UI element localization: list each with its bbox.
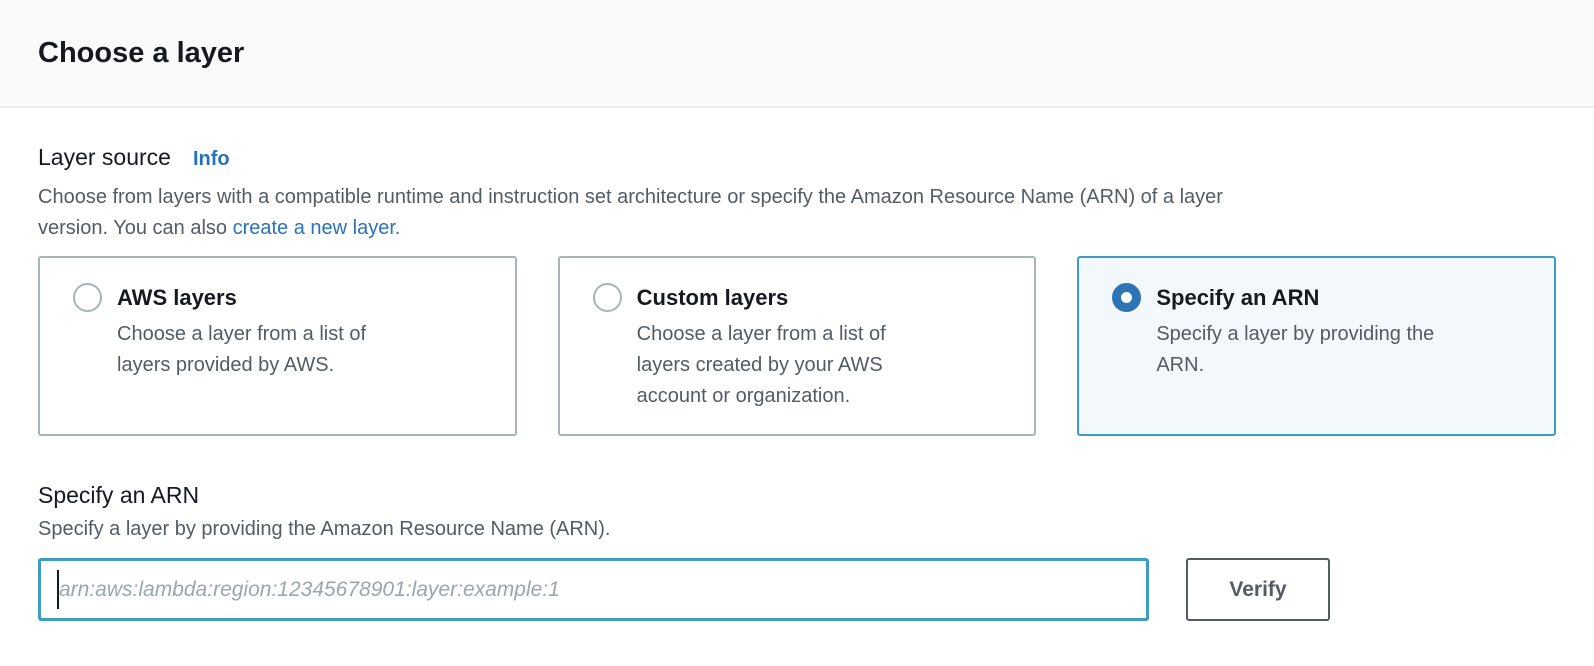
option-title: Custom layers (636, 284, 789, 310)
specify-arn-heading: Specify an ARN (38, 482, 200, 508)
option-card-custom-layers[interactable]: Custom layers Choose a layer from a list… (557, 256, 1037, 436)
panel-body: Layer source Info Choose from layers wit… (0, 144, 1594, 621)
layer-source-options: AWS layers Choose a layer from a list of… (38, 256, 1557, 436)
aws-layers-radio-icon[interactable] (73, 283, 102, 312)
arn-input[interactable] (38, 558, 1149, 621)
option-card-aws-layers[interactable]: AWS layers Choose a layer from a list of… (38, 256, 517, 436)
layer-source-label: Layer source (38, 144, 171, 170)
option-description: Choose a layer from a list of layers cre… (636, 323, 886, 407)
panel-header: Choose a layer (0, 0, 1594, 108)
option-description: Specify a layer by providing the ARN. (1156, 323, 1435, 376)
option-card-head: Custom layers (592, 283, 1017, 312)
text-cursor (57, 570, 59, 609)
arn-input-row: Verify (38, 558, 1556, 621)
layer-source-description-text: Choose from layers with a compatible run… (38, 186, 1223, 239)
specify-arn-description: Specify a layer by providing the Amazon … (38, 518, 611, 540)
layer-source-label-row: Layer source Info (38, 144, 1556, 171)
option-description: Choose a layer from a list of layers pro… (117, 323, 366, 376)
page-title: Choose a layer (38, 36, 245, 69)
layer-source-description: Choose from layers with a compatible run… (38, 182, 1556, 244)
custom-layers-radio-icon[interactable] (592, 283, 622, 312)
info-link[interactable]: Info (192, 148, 230, 170)
option-title: AWS layers (117, 284, 237, 310)
arn-input-wrap (38, 558, 1149, 621)
create-new-layer-link[interactable]: create a new layer. (232, 217, 401, 239)
option-card-head: Specify an ARN (1112, 283, 1536, 312)
specify-arn-radio-icon[interactable] (1112, 283, 1142, 312)
option-title: Specify an ARN (1156, 284, 1320, 310)
option-card-specify-arn[interactable]: Specify an ARN Specify a layer by provid… (1077, 256, 1557, 436)
option-card-head: AWS layers (73, 283, 497, 312)
verify-button[interactable]: Verify (1186, 558, 1330, 621)
